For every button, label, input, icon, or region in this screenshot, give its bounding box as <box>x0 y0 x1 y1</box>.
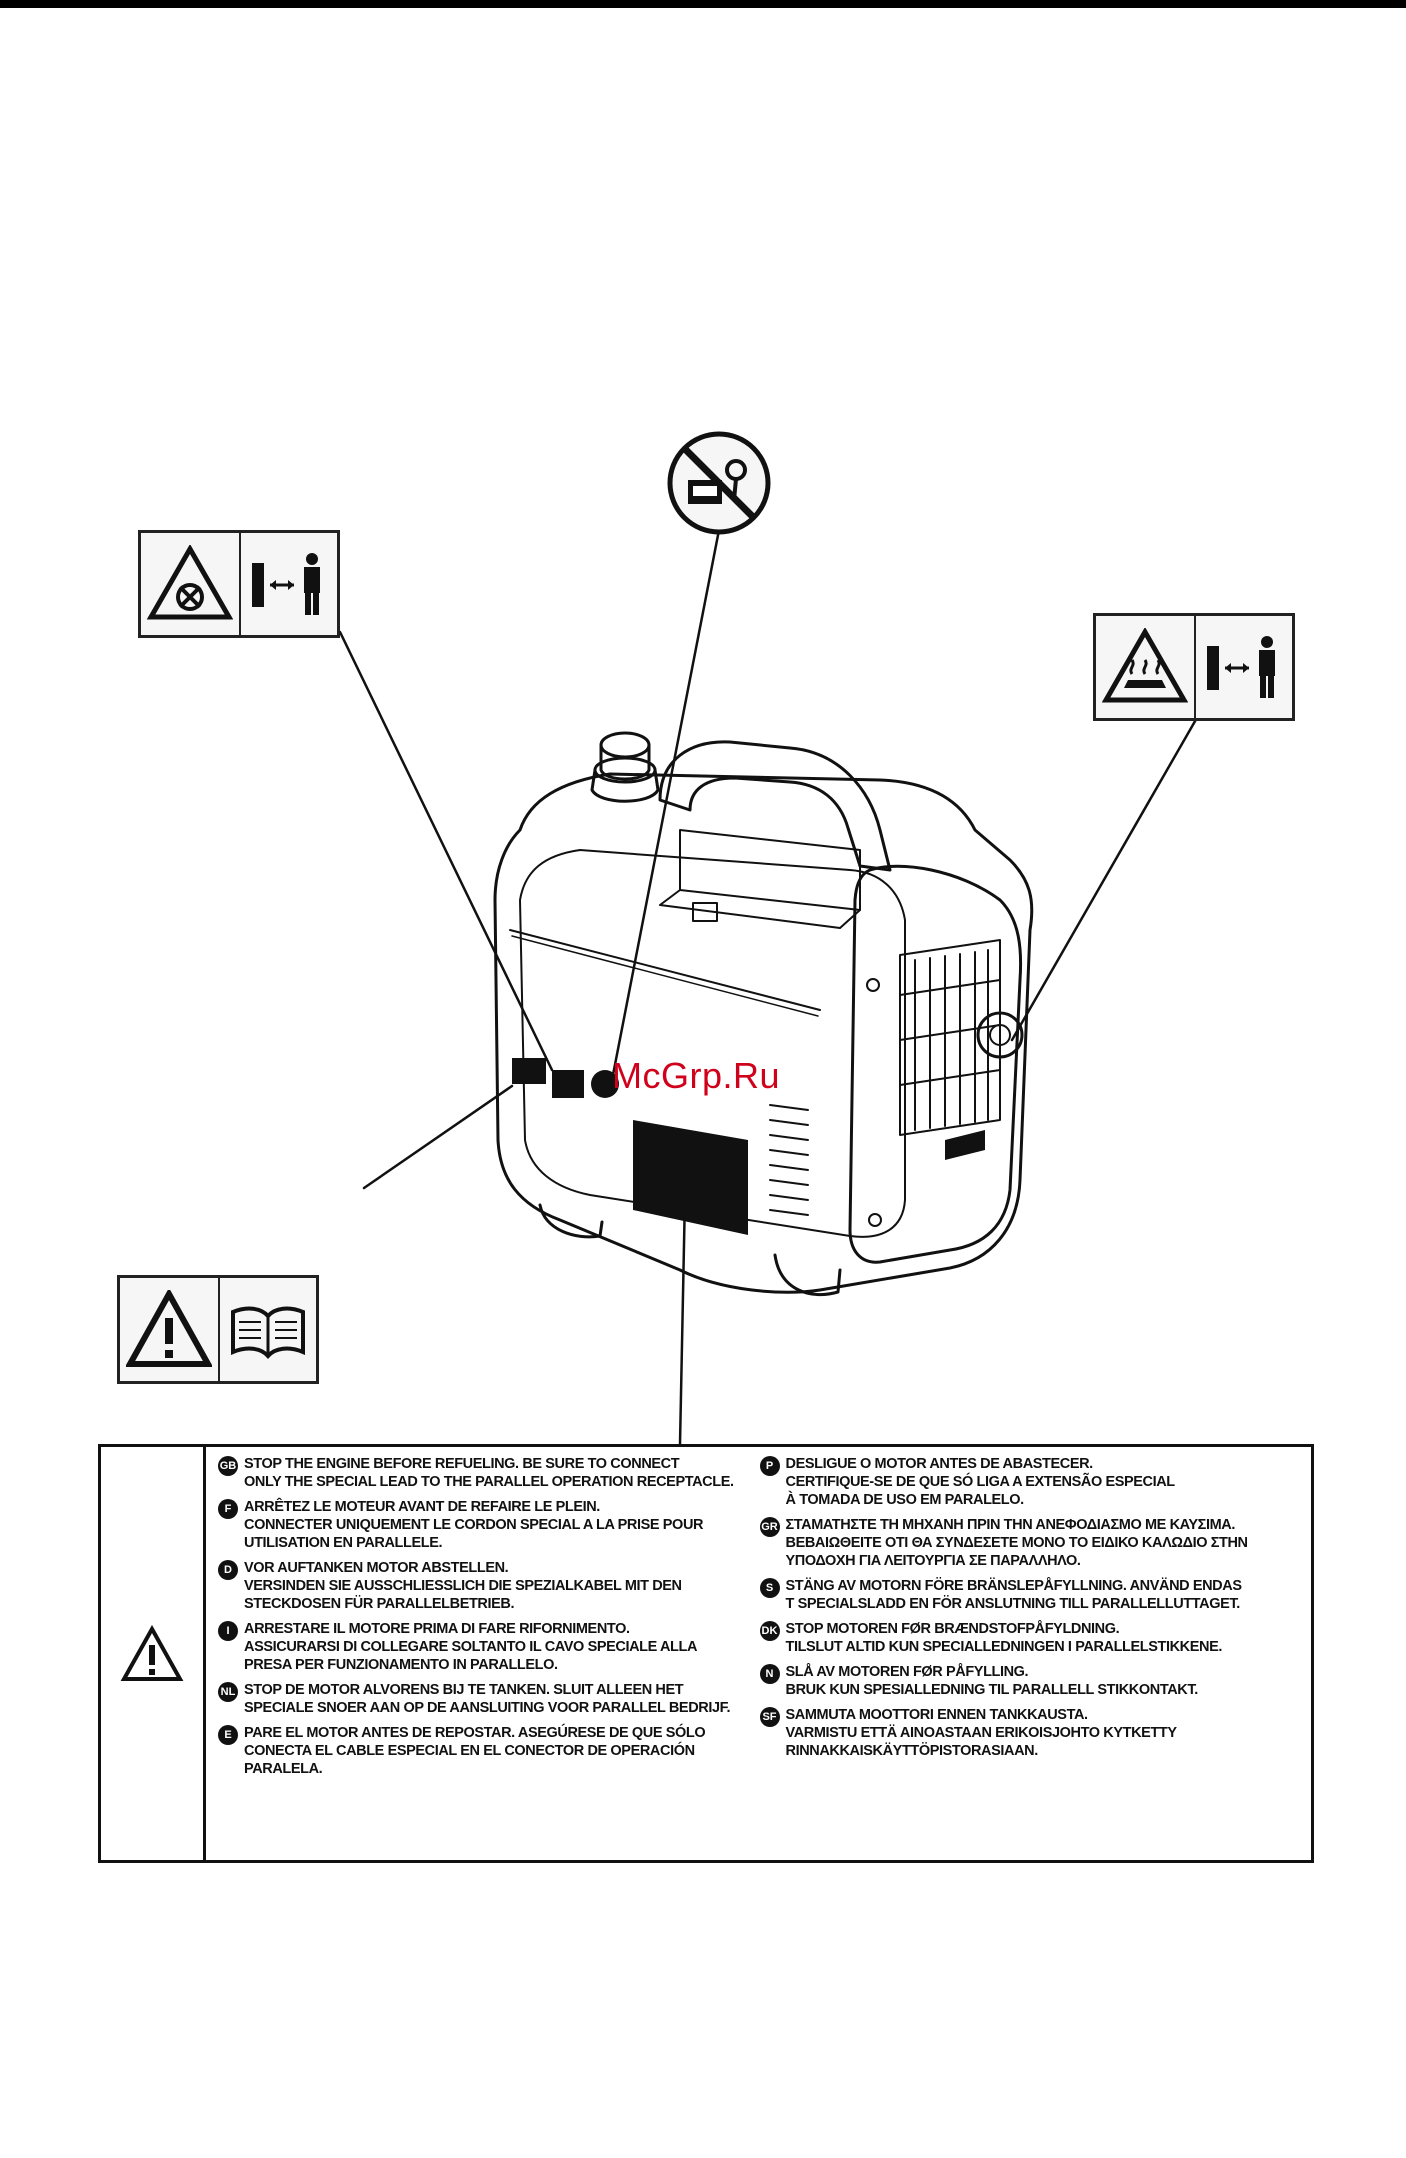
warning-item: NL STOP DE MOTOR ALVORENS BIJ TE TANKEN.… <box>218 1681 754 1717</box>
warning-text: STOP DE MOTOR ALVORENS BIJ TE TANKEN. SL… <box>244 1682 731 1716</box>
warning-item: GR ΣΤΑΜΑΤΗΣΤΕ ΤΗ ΜΗΧΑΝΗ ΠΡΙΝ ΤΗΝ ΑΝΕΦΟΔΙ… <box>759 1516 1296 1570</box>
warning-item: E PARE EL MOTOR ANTES DE REPOSTAR. ASEGÚ… <box>218 1724 754 1778</box>
warning-column-right: P DESLIGUE O MOTOR ANTES DE ABASTECER. C… <box>759 1455 1302 1860</box>
warning-item: F ARRÊTEZ LE MOTEUR AVANT DE REFAIRE LE … <box>218 1498 754 1552</box>
warning-column-left: GB STOP THE ENGINE BEFORE REFUELING. BE … <box>218 1455 760 1860</box>
warning-item: S STÄNG AV MOTORN FÖRE BRÄNSLEPÅFYLLNING… <box>759 1577 1296 1613</box>
rear-foot <box>773 1253 842 1297</box>
leader-line-right-decal <box>1010 714 1200 1042</box>
warning-text: STOP MOTOREN FØR BRÆNDSTOFPÅFYLDNING. TI… <box>785 1621 1223 1655</box>
warning-item: DK STOP MOTOREN FØR BRÆNDSTOFPÅFYLDNING.… <box>759 1620 1296 1656</box>
language-badge: GB <box>218 1456 238 1476</box>
language-badge: E <box>218 1725 238 1745</box>
warning-label-symbol <box>101 1447 206 1860</box>
open-book-icon <box>220 1278 316 1381</box>
keep-distance-icon <box>1196 616 1292 718</box>
language-badge: SF <box>759 1707 780 1727</box>
warning-item: P DESLIGUE O MOTOR ANTES DE ABASTECER. C… <box>759 1455 1296 1509</box>
leader-line-lower-left <box>362 1084 514 1190</box>
warning-triangle-icon <box>120 1624 184 1681</box>
keep-distance-icon <box>241 533 337 635</box>
language-badge: S <box>759 1578 780 1598</box>
warning-text: SLÅ AV MOTOREN FØR PÅFYLLING. BRUK KUN S… <box>785 1664 1199 1698</box>
end-panel-dial <box>976 1011 1024 1059</box>
end-panel <box>848 864 1023 1264</box>
warning-triangle-icon <box>120 1278 220 1381</box>
warning-text: ARRÊTEZ LE MOTEUR AVANT DE REFAIRE LE PL… <box>244 1499 704 1551</box>
generator-body <box>493 772 1034 1294</box>
language-badge: N <box>759 1664 780 1684</box>
front-foot <box>538 1203 604 1239</box>
leader-line-warning-label <box>678 1193 687 1446</box>
fuel-cap <box>590 731 660 803</box>
language-badge: DK <box>759 1621 780 1641</box>
watermark: McGrp.Ru <box>612 1055 781 1096</box>
warning-text: SAMMUTA MOOTTORI ENNEN TANKKAUSTA. VARMI… <box>785 1707 1178 1759</box>
hot-surface-hazard-icon <box>1096 616 1196 718</box>
language-badge: D <box>218 1560 238 1580</box>
warning-text: ΣΤΑΜΑΤΗΣΤΕ ΤΗ ΜΗΧΑΝΗ ΠΡΙΝ ΤΗΝ ΑΝΕΦΟΔΙΑΣΜ… <box>785 1517 1249 1569</box>
fan-hazard-icon <box>141 533 241 635</box>
warning-label: GB STOP THE ENGINE BEFORE REFUELING. BE … <box>98 1444 1314 1863</box>
language-badge: NL <box>218 1682 238 1702</box>
front-panel <box>519 849 906 1238</box>
top-rule <box>0 0 1406 8</box>
read-manual-decal <box>117 1275 319 1384</box>
carry-handle <box>658 740 892 872</box>
warning-item: SF SAMMUTA MOOTTORI ENNEN TANKKAUSTA. VA… <box>759 1706 1296 1760</box>
warning-item: I ARRESTARE IL MOTORE PRIMA DI FARE RIFO… <box>218 1620 754 1674</box>
warning-item: D VOR AUFTANKEN MOTOR ABSTELLEN. VERSIND… <box>218 1559 754 1613</box>
language-badge: GR <box>759 1517 780 1537</box>
warning-text: VOR AUFTANKEN MOTOR ABSTELLEN. VERSINDEN… <box>244 1560 682 1612</box>
warning-item: GB STOP THE ENGINE BEFORE REFUELING. BE … <box>218 1455 754 1491</box>
leader-line-refuel-decal <box>610 528 721 1082</box>
caution-decal-left <box>138 530 340 638</box>
caution-decal-right <box>1093 613 1295 721</box>
no-refuel-while-running-icon <box>667 431 771 535</box>
warning-item: N SLÅ AV MOTOREN FØR PÅFYLLING. BRUK KUN… <box>759 1663 1296 1699</box>
warning-text: STÄNG AV MOTORN FÖRE BRÄNSLEPÅFYLLNING. … <box>785 1578 1243 1612</box>
leader-line-left-decal <box>338 630 554 1072</box>
warning-text: ARRESTARE IL MOTORE PRIMA DI FARE RIFORN… <box>244 1621 698 1673</box>
language-badge: P <box>759 1456 780 1476</box>
warning-text: DESLIGUE O MOTOR ANTES DE ABASTECER. CER… <box>785 1456 1176 1508</box>
language-badge: I <box>218 1621 238 1641</box>
no-refuel-decal <box>666 430 772 536</box>
vent-grille <box>899 939 1001 1136</box>
language-badge: F <box>218 1499 238 1519</box>
warning-text: PARE EL MOTOR ANTES DE REPOSTAR. ASEGÚRE… <box>244 1725 706 1777</box>
warning-text: STOP THE ENGINE BEFORE REFUELING. BE SUR… <box>244 1456 734 1490</box>
